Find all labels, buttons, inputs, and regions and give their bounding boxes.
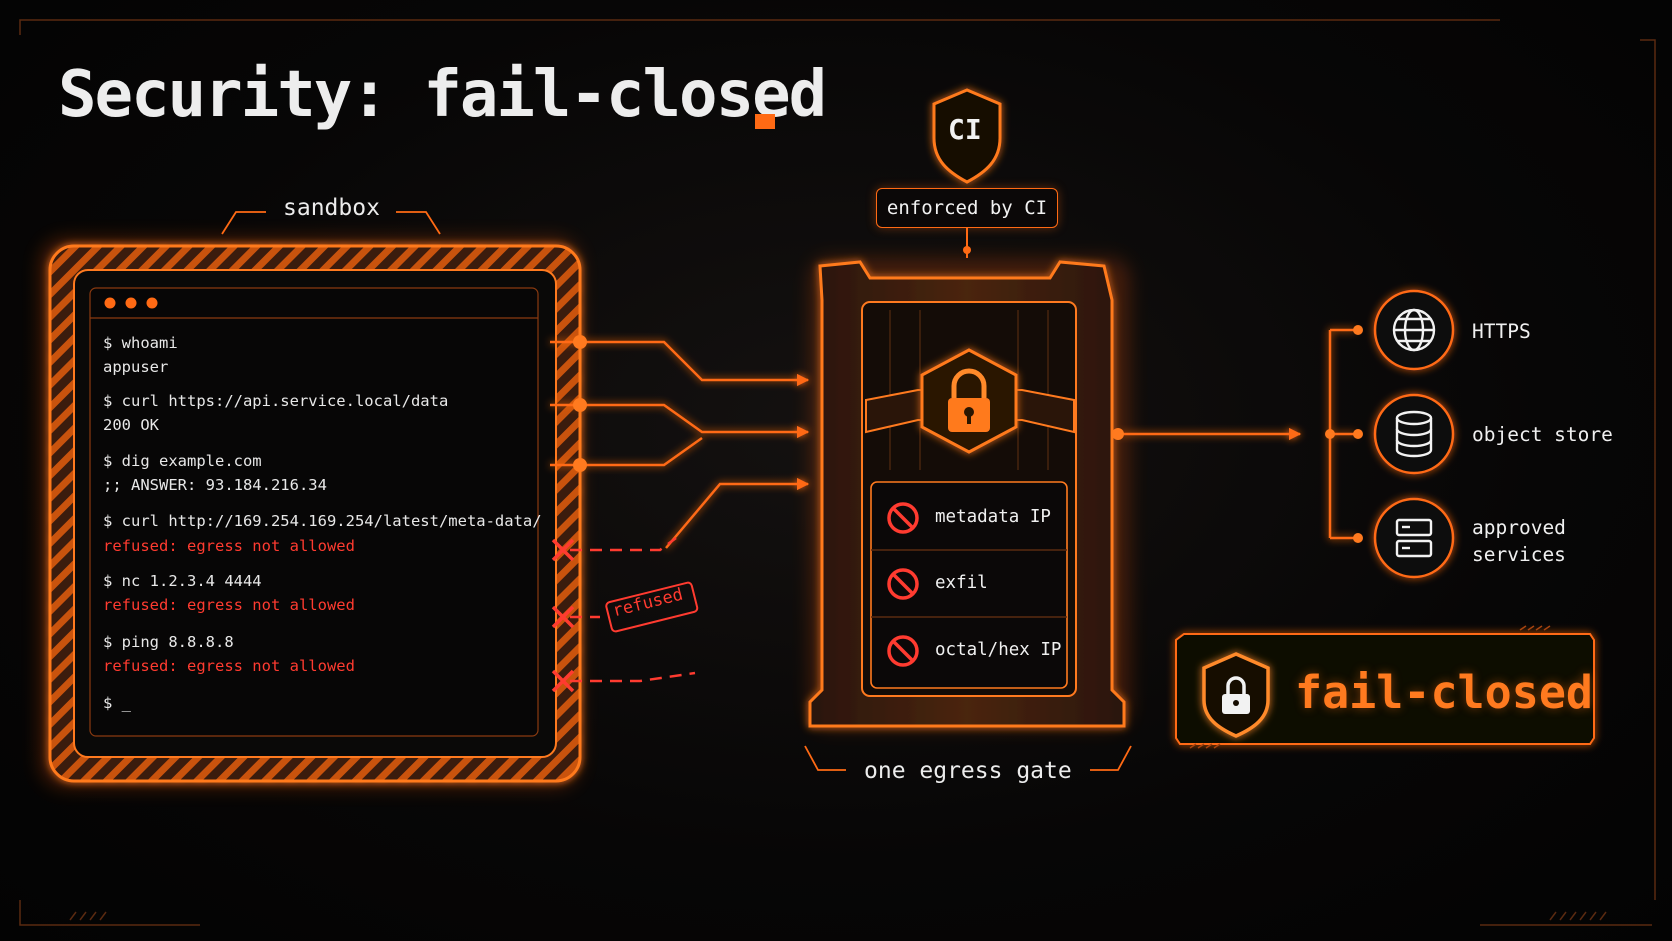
connector-nodes bbox=[573, 335, 587, 472]
terminal-error-line: refused: egress not allowed bbox=[103, 596, 355, 614]
terminal-line: $ curl https://api.service.local/data bbox=[103, 392, 449, 410]
terminal-line: $ nc 1.2.3.4 4444 bbox=[103, 572, 262, 590]
prohibited-icon bbox=[887, 502, 919, 534]
window-dot bbox=[104, 297, 116, 309]
database-icon bbox=[1373, 393, 1455, 475]
gate-label: one egress gate bbox=[864, 758, 1072, 784]
egress-connector bbox=[1118, 328, 1356, 540]
terminal-line: appuser bbox=[103, 358, 169, 376]
destination-label: approved services bbox=[1472, 516, 1566, 566]
terminal-line: $ ping 8.8.8.8 bbox=[103, 633, 234, 651]
fail-closed-badge-frame bbox=[1175, 625, 1595, 749]
server-icon bbox=[1373, 497, 1455, 579]
corner-decoration bbox=[19, 19, 1656, 926]
blocked-item-label: metadata IP bbox=[935, 507, 1051, 527]
terminal-line: $ dig example.com bbox=[103, 452, 262, 470]
sandbox-label-bracket bbox=[221, 211, 441, 235]
page-title: Security: fail-closed bbox=[58, 58, 827, 132]
allowed-connectors bbox=[550, 340, 810, 549]
destination-label: HTTPS bbox=[1472, 320, 1531, 343]
gate-lock-icon bbox=[920, 348, 1018, 454]
terminal-line: $ curl http://169.254.169.254/latest/met… bbox=[103, 512, 542, 530]
destination-label: object store bbox=[1472, 423, 1613, 446]
shield-lock-icon bbox=[1202, 652, 1270, 738]
ci-tag-label: enforced by CI bbox=[886, 197, 1048, 219]
terminal-line: 200 OK bbox=[103, 416, 159, 434]
prohibited-icon bbox=[887, 635, 919, 667]
prohibited-icon bbox=[887, 568, 919, 600]
ci-tag: enforced by CI bbox=[876, 188, 1058, 228]
sandbox-label: sandbox bbox=[283, 195, 380, 221]
blocked-item-label: exfil bbox=[935, 573, 988, 593]
refused-x-marks bbox=[551, 538, 575, 693]
terminal-line: $ whoami bbox=[103, 334, 178, 352]
terminal-line: ;; ANSWER: 93.184.216.34 bbox=[103, 476, 327, 494]
terminal-window bbox=[89, 287, 539, 737]
globe-icon bbox=[1373, 289, 1455, 371]
ci-badge-label: CI bbox=[948, 113, 982, 146]
refused-stamp-box bbox=[605, 581, 699, 633]
terminal-error-line: refused: egress not allowed bbox=[103, 537, 355, 555]
refused-connectors bbox=[570, 537, 696, 683]
terminal-prompt: $ _ bbox=[103, 694, 131, 712]
terminal-error-line: refused: egress not allowed bbox=[103, 657, 355, 675]
window-dot bbox=[125, 297, 137, 309]
egress-gate bbox=[808, 258, 1130, 728]
ci-shield-icon bbox=[932, 88, 1002, 184]
gate-label-bracket bbox=[804, 745, 1132, 771]
fail-closed-badge-label: fail-closed bbox=[1295, 666, 1594, 719]
window-dot bbox=[146, 297, 158, 309]
blocked-item-label: octal/hex IP bbox=[935, 640, 1062, 660]
title-cursor bbox=[755, 114, 775, 129]
